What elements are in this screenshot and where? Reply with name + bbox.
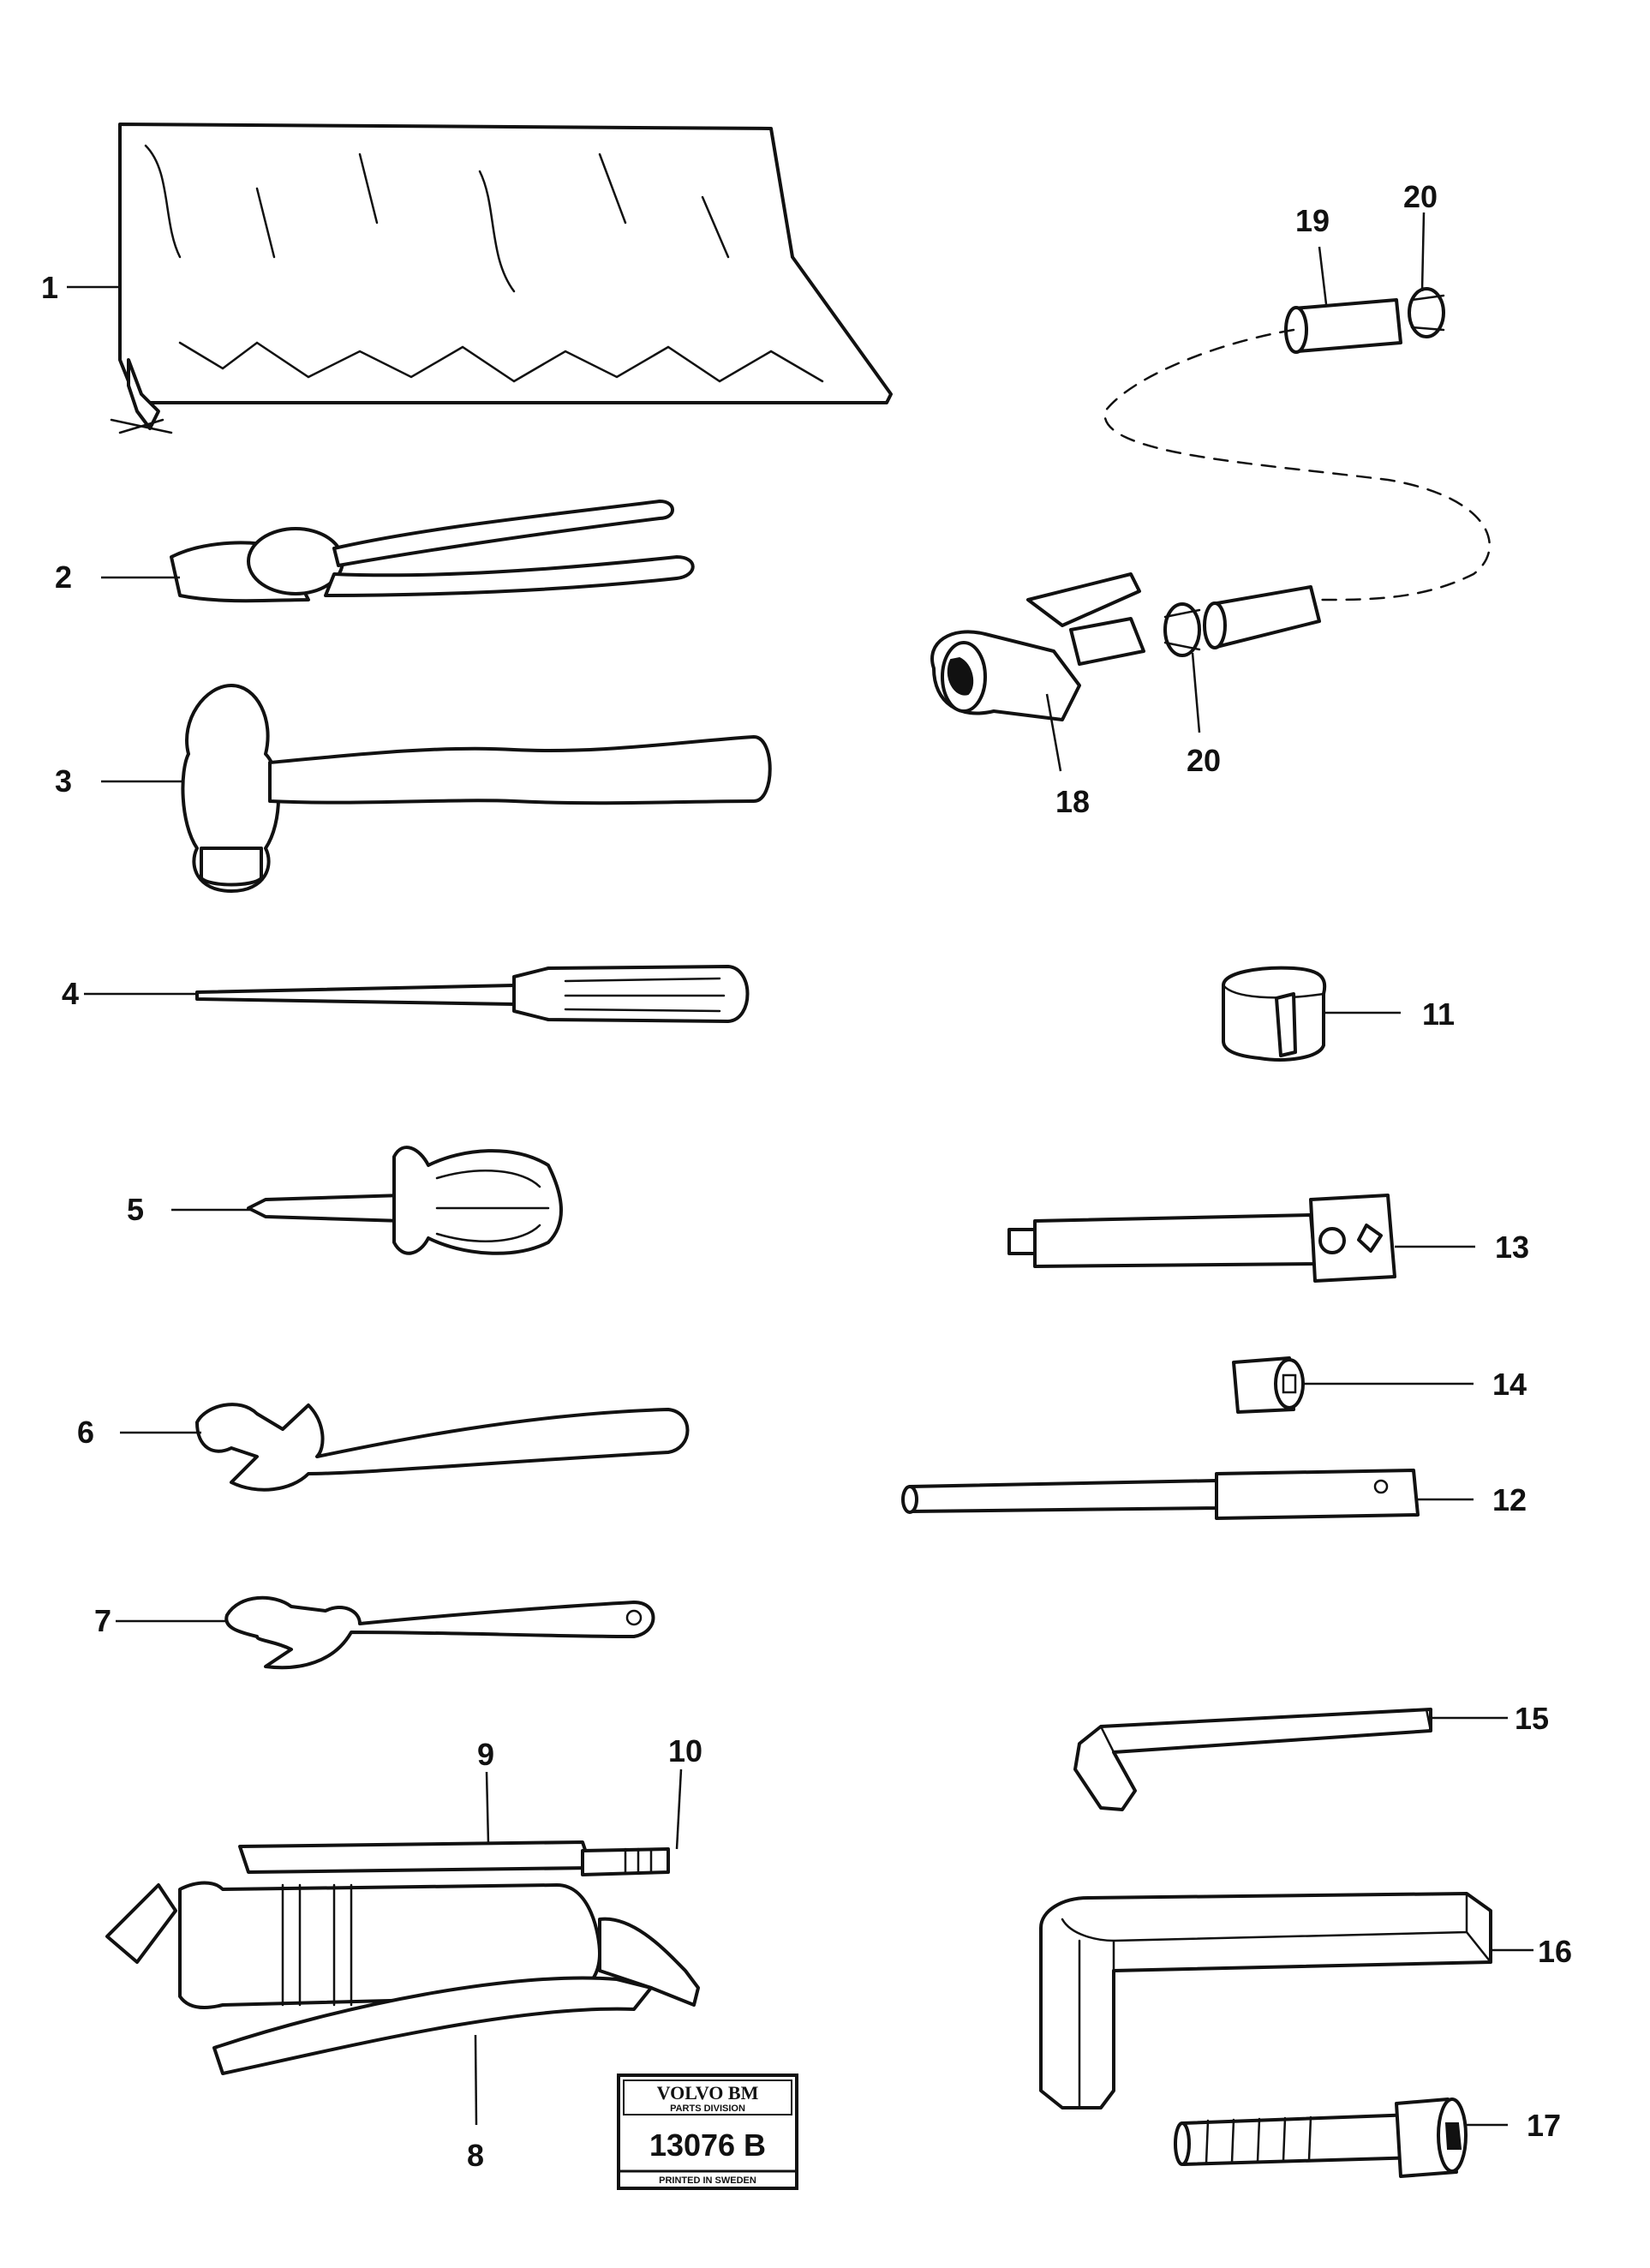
- stamp-number: 13076 B: [649, 2127, 766, 2163]
- callout-18: 18: [1055, 784, 1090, 819]
- extension-bar: [901, 1469, 1420, 1520]
- callout-8: 8: [467, 2138, 484, 2173]
- callout-10: 10: [668, 1733, 702, 1768]
- hose-upper: [1284, 298, 1402, 354]
- split-collar: [1222, 966, 1327, 1062]
- leader-line: [485, 1771, 490, 1845]
- screwdriver-stubby: [247, 1146, 563, 1255]
- leader-line: [675, 1768, 683, 1850]
- callout-13: 13: [1495, 1230, 1529, 1265]
- stamp-printed: PRINTED IN SWEDEN: [659, 2175, 756, 2186]
- callout-7: 7: [94, 1603, 111, 1638]
- grease-gun: [105, 1840, 700, 2075]
- leader-line: [1420, 212, 1426, 292]
- parts-stamp: VOLVO BM PARTS DIVISION 13076 B PRINTED …: [617, 2074, 798, 2190]
- hose-dashed-line: [1103, 328, 1491, 601]
- pliers: [170, 500, 695, 603]
- leader-line: [1191, 652, 1201, 733]
- hammer: [181, 684, 772, 893]
- open-end-wrench: [195, 1403, 690, 1492]
- socket-handle: [1007, 1194, 1396, 1283]
- callout-1: 1: [41, 270, 58, 305]
- hex-key-large: [1039, 1892, 1492, 2109]
- callout-17: 17: [1527, 2108, 1561, 2143]
- callout-5: 5: [127, 1192, 144, 1227]
- leader-line: [1045, 693, 1062, 772]
- callout-15: 15: [1515, 1701, 1549, 1736]
- stamp-division: PARTS DIVISION: [670, 2103, 745, 2114]
- hose-clamp-lower: [1163, 602, 1201, 657]
- grease-coupler: [930, 572, 1145, 721]
- callout-11: 11: [1422, 996, 1455, 1032]
- adjustable-wrench: [224, 1595, 655, 1670]
- callout-20-lower: 20: [1187, 743, 1221, 778]
- hose-lower: [1203, 585, 1321, 649]
- callout-3: 3: [55, 763, 72, 799]
- tool-bag: [110, 123, 893, 434]
- leader-line: [1318, 246, 1328, 305]
- callout-20-upper: 20: [1403, 179, 1438, 214]
- leader-line: [474, 2034, 478, 2126]
- screwdriver-long: [195, 965, 750, 1023]
- callout-9: 9: [477, 1737, 494, 1772]
- callout-6: 6: [77, 1415, 94, 1450]
- hose-clamp-upper: [1408, 287, 1445, 338]
- socket-head-bolt: [1174, 2097, 1468, 2178]
- callout-19: 19: [1295, 203, 1330, 238]
- callout-4: 4: [62, 976, 79, 1011]
- hex-key-small: [1073, 1708, 1432, 1811]
- stamp-brand: VOLVO BM: [657, 2082, 759, 2103]
- callout-2: 2: [55, 560, 72, 595]
- socket: [1232, 1356, 1305, 1414]
- callout-14: 14: [1492, 1367, 1527, 1402]
- callout-12: 12: [1492, 1482, 1527, 1517]
- callout-16: 16: [1538, 1934, 1572, 1969]
